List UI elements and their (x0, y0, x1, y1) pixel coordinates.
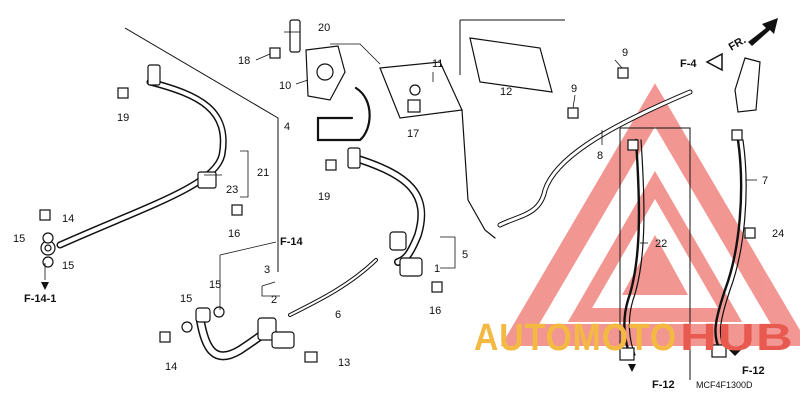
part-label-8: 8 (597, 150, 603, 162)
part-label-12: 12 (500, 86, 512, 98)
components (39, 19, 761, 363)
part-label-3: 3 (264, 264, 270, 276)
ref-f14: F-14 (280, 236, 304, 248)
part-label-19b: 19 (318, 191, 330, 203)
part-label-7: 7 (762, 175, 768, 187)
ref-f4: F-4 (680, 58, 697, 70)
leader-lines (44, 31, 757, 310)
part-label-15d: 15 (209, 279, 221, 291)
ref-f12-right: F-12 (742, 365, 765, 377)
part-label-21: 21 (257, 167, 269, 179)
part-label-22: 22 (655, 238, 667, 250)
part-label-17: 17 (407, 128, 419, 140)
down-arrow-icon (41, 282, 49, 290)
part-label-20: 20 (318, 22, 330, 34)
front-arrow-label: FR. (727, 34, 748, 53)
part-label-15b: 15 (62, 260, 74, 272)
ref-f12-left: F-12 (652, 379, 675, 391)
part-label-16a: 16 (228, 228, 240, 240)
part-label-19a: 19 (117, 112, 129, 124)
down-arrow-icon-2 (628, 364, 636, 372)
part-number-labels: 20 18 10 11 12 9 9 8 4 17 19 19 21 23 16… (13, 22, 784, 373)
part-label-13: 13 (338, 357, 350, 369)
part-label-14a: 14 (62, 213, 74, 225)
front-arrow-icon (748, 18, 778, 46)
part-label-9a: 9 (622, 47, 628, 59)
part-label-16b: 16 (429, 305, 441, 317)
part-label-6: 6 (335, 309, 341, 321)
drawing-code: MCF4F1300D (696, 380, 753, 390)
part-label-2: 2 (271, 294, 277, 306)
triangle-logo-icon (500, 83, 800, 346)
part-label-1: 1 (434, 263, 440, 275)
part-label-24: 24 (772, 228, 784, 240)
left-arrow-icon (705, 52, 723, 72)
frame-lines (124, 19, 691, 380)
part-label-15a: 15 (13, 233, 25, 245)
part-label-4: 4 (284, 121, 290, 133)
part-label-18: 18 (238, 55, 250, 67)
watermark-text-part2: HUB (680, 317, 794, 359)
ref-f14-1: F-14-1 (24, 293, 56, 305)
part-label-10: 10 (279, 80, 291, 92)
part-label-5: 5 (462, 249, 468, 261)
watermark-text-part1: AUTOMOTO (474, 317, 677, 359)
part-label-23: 23 (226, 184, 238, 196)
part-label-11: 11 (432, 58, 443, 70)
part-label-14b: 14 (165, 361, 177, 373)
watermark: AUTOMOTO HUB (474, 317, 794, 359)
part-label-15c: 15 (180, 293, 192, 305)
down-arrow-icon-3 (729, 350, 741, 356)
part-label-9b: 9 (571, 83, 577, 95)
section-references: F-4 F-14 F-14-1 F-12 F-12 FR. (24, 34, 765, 391)
